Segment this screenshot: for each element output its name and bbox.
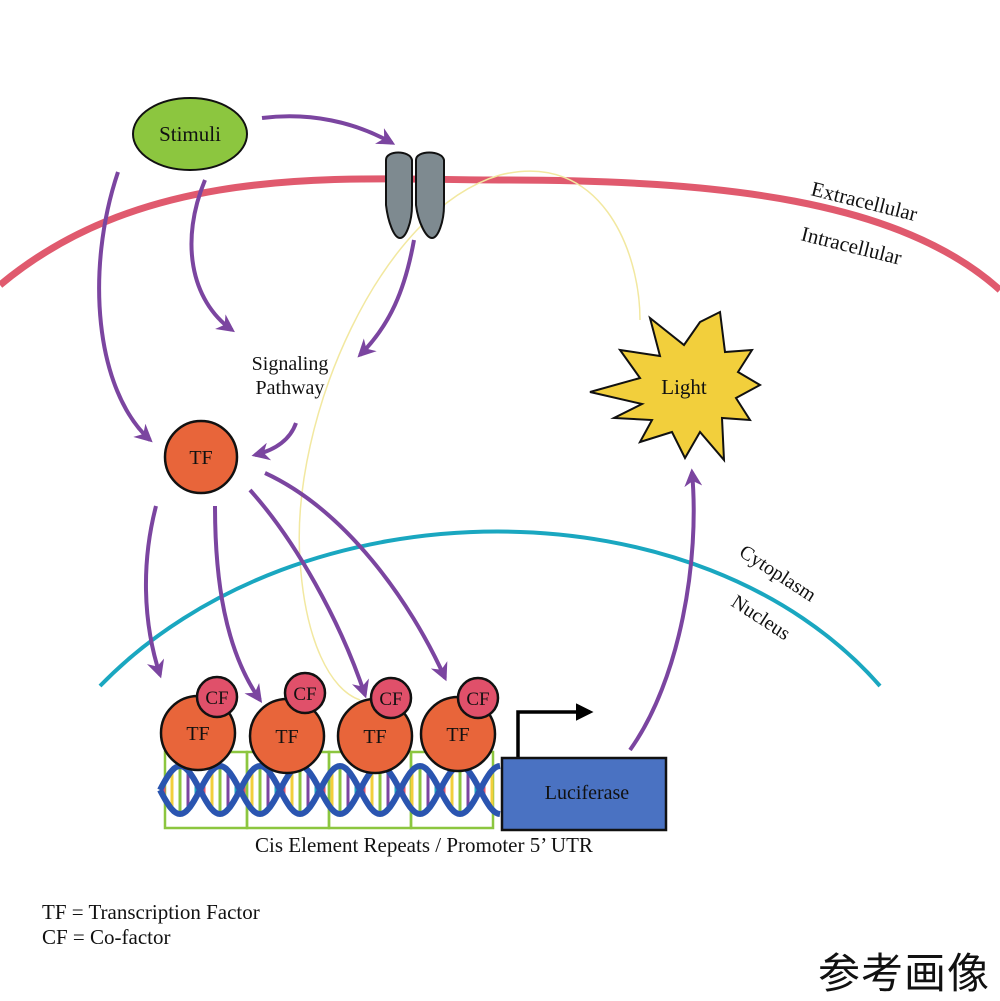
nucleus-label: Nucleus — [727, 591, 794, 645]
reference-image-watermark: 参考画像 — [817, 949, 990, 998]
cell-membrane — [0, 175, 1000, 293]
arrow-stimuli-to-tf — [97, 171, 153, 443]
bound-cf-2-label: CF — [293, 684, 316, 705]
bound-cf-2 — [283, 671, 327, 715]
legend-tf-definition: TF = Transcription Factor — [42, 900, 260, 924]
dna-strand-b — [157, 762, 501, 818]
bound-tf-4-label: TF — [446, 724, 469, 746]
luciferase-label: Luciferase — [545, 782, 630, 804]
bound-complexes: TF CF TF CF TF CF TF CF — [159, 671, 500, 775]
arrow-tf-to-site-3 — [248, 488, 369, 699]
signaling-pathway-line1: Signaling — [252, 353, 329, 375]
tf-cytoplasm-node — [163, 419, 239, 495]
stimuli-label: Stimuli — [159, 122, 221, 146]
dna-strand-a — [157, 762, 501, 818]
arrow-signaling-to-tf — [251, 422, 298, 461]
arrow-tf-to-site-2 — [213, 505, 263, 703]
bound-cf-4 — [456, 676, 500, 720]
stimuli-node — [132, 97, 248, 171]
arrow-stimuli-to-receptor — [261, 114, 396, 145]
light-trail — [298, 170, 641, 701]
legend-cf-definition: CF = Co-factor — [42, 925, 171, 949]
cis-element-caption: Cis Element Repeats / Promoter 5’ UTR — [255, 833, 593, 857]
tf-cytoplasm-label: TF — [189, 447, 212, 469]
arrow-stimuli-to-signaling — [189, 179, 235, 333]
arrow-luciferase-to-light — [628, 468, 703, 752]
bound-cf-3-label: CF — [379, 689, 402, 710]
arrow-receptor-to-signaling — [357, 239, 416, 358]
bound-tf-2-label: TF — [275, 726, 298, 748]
light-starburst — [589, 310, 763, 463]
transcription-start-arrow — [516, 703, 594, 762]
arrow-tf-to-site-1 — [144, 505, 165, 679]
nuclear-envelope — [98, 529, 882, 688]
bound-cf-1 — [195, 675, 239, 719]
bound-cf-4-label: CF — [466, 689, 489, 710]
bound-cf-3 — [369, 676, 413, 720]
dna-helix — [157, 762, 501, 818]
luciferase-gene-box — [500, 756, 668, 832]
bound-cf-1-label: CF — [205, 688, 228, 709]
legend: TF = Transcription Factor CF = Co-factor — [42, 900, 260, 950]
bound-tf-3-label: TF — [363, 726, 386, 748]
arrow-tf-to-site-4 — [264, 471, 448, 682]
signaling-pathway-line2: Pathway — [256, 377, 325, 399]
bound-tf-1-label: TF — [186, 723, 209, 745]
receptor-icon — [385, 151, 445, 240]
pathway-arrows — [97, 114, 703, 752]
light-label: Light — [661, 375, 707, 399]
